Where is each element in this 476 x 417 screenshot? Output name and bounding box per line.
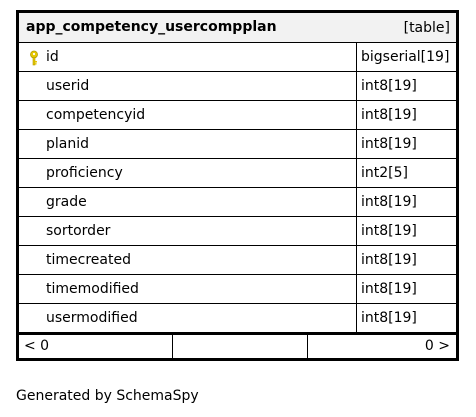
table-name: app_competency_usercompplan xyxy=(26,19,277,35)
column-name-cell: planid xyxy=(19,130,357,158)
column-name: grade xyxy=(46,194,87,210)
column-name: competencyid xyxy=(46,107,146,123)
column-type: int8[19] xyxy=(361,136,417,152)
column-row-planid: planid int8[19] xyxy=(19,130,456,159)
column-row-grade: grade int8[19] xyxy=(19,188,456,217)
table-header: app_competency_usercompplan [table] xyxy=(19,13,456,43)
column-name: usermodified xyxy=(46,310,138,326)
column-name: id xyxy=(46,49,59,65)
column-name: timecreated xyxy=(46,252,131,268)
column-type: int8[19] xyxy=(361,78,417,94)
column-name: userid xyxy=(46,78,90,94)
column-name-cell: userid xyxy=(19,72,357,100)
child-count: 0 > xyxy=(424,338,450,354)
column-type: bigserial[19] xyxy=(361,49,450,65)
column-name-cell: competencyid xyxy=(19,101,357,129)
column-type: int8[19] xyxy=(361,194,417,210)
relationship-footer: < 0 0 > xyxy=(19,335,456,358)
column-row-proficiency: proficiency int2[5] xyxy=(19,159,456,188)
column-type: int8[19] xyxy=(361,107,417,123)
column-name-cell: sortorder xyxy=(19,217,357,245)
column-name-cell: usermodified xyxy=(19,304,357,332)
column-row-timecreated: timecreated int8[19] xyxy=(19,246,456,275)
column-row-id: id bigserial[19] xyxy=(19,43,456,72)
table-entity: app_competency_usercompplan [table] id b… xyxy=(16,10,459,361)
column-type: int2[5] xyxy=(361,165,408,181)
column-name: sortorder xyxy=(46,223,111,239)
column-row-usermodified: usermodified int8[19] xyxy=(19,304,456,335)
column-row-userid: userid int8[19] xyxy=(19,72,456,101)
column-type: int8[19] xyxy=(361,281,417,297)
column-name-cell: timemodified xyxy=(19,275,357,303)
column-type: int8[19] xyxy=(361,223,417,239)
column-type: int8[19] xyxy=(361,310,417,326)
footer-divider xyxy=(307,335,308,358)
generated-by-label: Generated by SchemaSpy xyxy=(16,388,199,404)
column-name-cell: grade xyxy=(19,188,357,216)
column-type: int8[19] xyxy=(361,252,417,268)
parent-count: < 0 xyxy=(24,338,50,354)
column-name: timemodified xyxy=(46,281,139,297)
column-name: planid xyxy=(46,136,90,152)
column-row-timemodified: timemodified int8[19] xyxy=(19,275,456,304)
column-name-cell: timecreated xyxy=(19,246,357,274)
column-name-cell: proficiency xyxy=(19,159,357,187)
key-icon xyxy=(30,50,38,66)
column-name: proficiency xyxy=(46,165,123,181)
column-row-sortorder: sortorder int8[19] xyxy=(19,217,456,246)
column-row-competencyid: competencyid int8[19] xyxy=(19,101,456,130)
footer-divider xyxy=(172,335,173,358)
column-name-cell: id xyxy=(19,43,357,71)
table-type-label: [table] xyxy=(403,20,450,36)
